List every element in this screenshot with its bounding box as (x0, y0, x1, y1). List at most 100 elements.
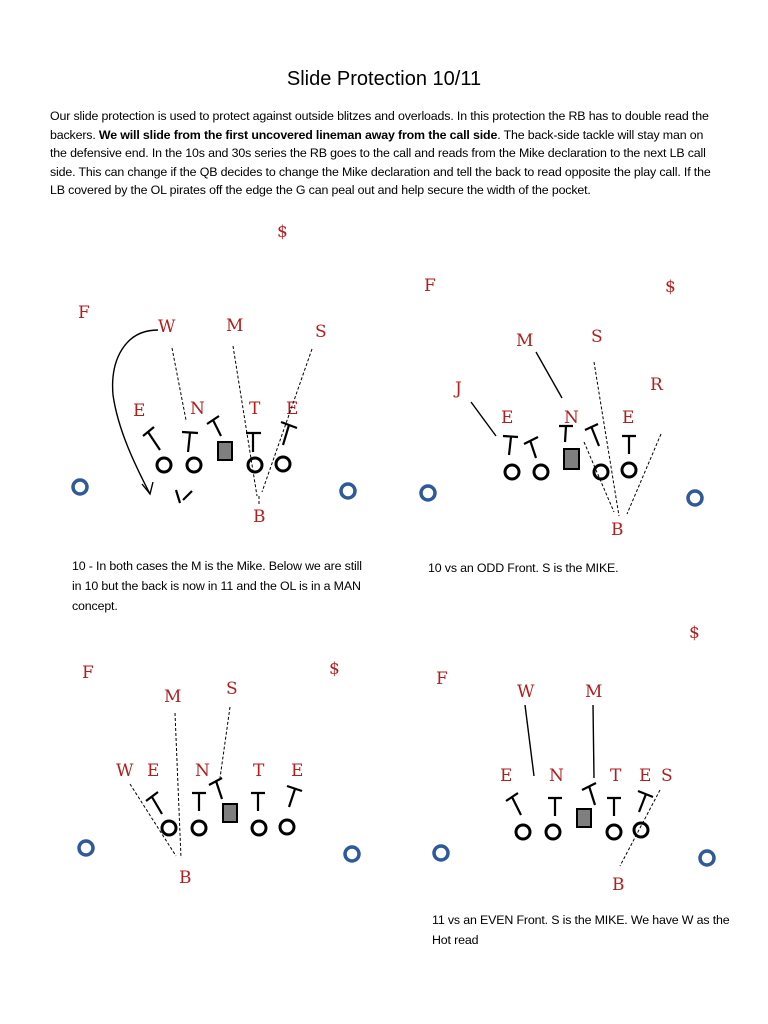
label-b: B (612, 875, 625, 895)
lineman (620, 461, 638, 479)
read-line (592, 704, 595, 779)
lineman (250, 819, 268, 837)
intro-text-1: Our slide protection is used to protect … (50, 109, 709, 142)
diagram-2: F $ M S R J E N E B (419, 276, 704, 540)
read-line (219, 706, 231, 779)
read-line (619, 789, 661, 867)
diagram-4: F $ W M E N T E S B (432, 623, 716, 895)
read-line (583, 441, 615, 513)
label-e: E (622, 408, 634, 428)
label-e: E (147, 761, 159, 781)
label-m: M (516, 331, 533, 351)
label-dollar: $ (277, 222, 288, 242)
lineman (503, 463, 521, 481)
lineman (278, 818, 296, 836)
block-marker (280, 420, 298, 446)
label-e: E (501, 408, 513, 428)
label-t: T (249, 399, 261, 419)
label-f: F (78, 303, 90, 323)
block-marker (286, 784, 303, 808)
label-e: E (133, 401, 145, 421)
read-line (174, 712, 182, 859)
lineman (274, 455, 292, 473)
block-marker (622, 434, 636, 454)
block-marker (192, 791, 206, 811)
label-m: M (164, 687, 181, 707)
caption-diagram-1: 10 - In both cases the M is the Mike. Be… (72, 559, 362, 613)
block-marker (523, 436, 539, 459)
label-t: T (610, 766, 622, 786)
label-e: E (500, 766, 512, 786)
intro-text-2: . The back-side tackle will stay man on … (50, 127, 711, 198)
diagram-1: $ F W M S E N T E B (71, 222, 357, 527)
label-r: R (650, 375, 664, 395)
lineman (160, 819, 178, 837)
block-marker (581, 782, 597, 806)
label-e: E (639, 766, 651, 786)
label-j: J (453, 379, 462, 399)
receiver (686, 489, 704, 507)
block-marker (637, 789, 654, 813)
label-m: M (585, 682, 602, 702)
label-e: E (291, 761, 303, 781)
center (576, 808, 592, 828)
block-marker (584, 423, 601, 447)
receiver (698, 849, 716, 867)
label-s: S (591, 327, 603, 347)
receiver (339, 482, 357, 500)
intro-bold-text: We will slide from the first uncovered l… (98, 127, 498, 142)
label-b: B (253, 507, 266, 527)
label-b: B (611, 520, 624, 540)
block-marker (246, 431, 261, 452)
block-marker (181, 430, 199, 453)
block-marker (502, 434, 519, 456)
block-marker (174, 489, 193, 504)
lineman (190, 819, 208, 837)
receiver (432, 844, 450, 862)
arrow-head (141, 481, 154, 496)
lineman (155, 456, 173, 474)
receiver (419, 484, 437, 502)
label-w: W (158, 317, 176, 337)
lineman (532, 463, 550, 481)
center (563, 448, 580, 470)
lineman (592, 463, 610, 481)
label-m: M (226, 316, 243, 336)
lineman (514, 823, 532, 841)
label-w: W (116, 761, 134, 781)
caption-diagram-2: 10 vs an ODD Front. S is the MIKE. (428, 561, 619, 575)
label-n: N (564, 408, 579, 428)
label-f: F (82, 663, 94, 683)
read-line (171, 347, 187, 421)
receiver (77, 839, 95, 857)
block-marker (145, 791, 163, 815)
label-dollar: $ (329, 659, 340, 679)
lineman (544, 823, 562, 841)
block-marker (251, 791, 265, 811)
center (217, 441, 233, 461)
label-t: T (253, 761, 265, 781)
receiver (343, 845, 361, 863)
block-marker (607, 796, 621, 816)
read-line (535, 351, 563, 399)
lineman (605, 823, 623, 841)
intro-paragraph: Our slide protection is used to protect … (50, 107, 722, 200)
read-line (626, 433, 662, 515)
label-n: N (549, 766, 564, 786)
route-line (111, 329, 159, 495)
read-line (470, 401, 497, 437)
page-title: Slide Protection 10/11 (286, 68, 482, 90)
receiver (71, 478, 89, 496)
lineman (246, 456, 264, 474)
read-line (524, 704, 535, 777)
read-line (232, 345, 258, 497)
label-w: W (517, 682, 535, 702)
label-f: F (424, 276, 436, 296)
lineman (632, 821, 650, 839)
label-n: N (190, 399, 205, 419)
label-f: F (436, 669, 448, 689)
block-marker (206, 415, 222, 437)
label-s: S (226, 679, 238, 699)
diagram-3: F $ M S W E N T E B (77, 659, 361, 888)
